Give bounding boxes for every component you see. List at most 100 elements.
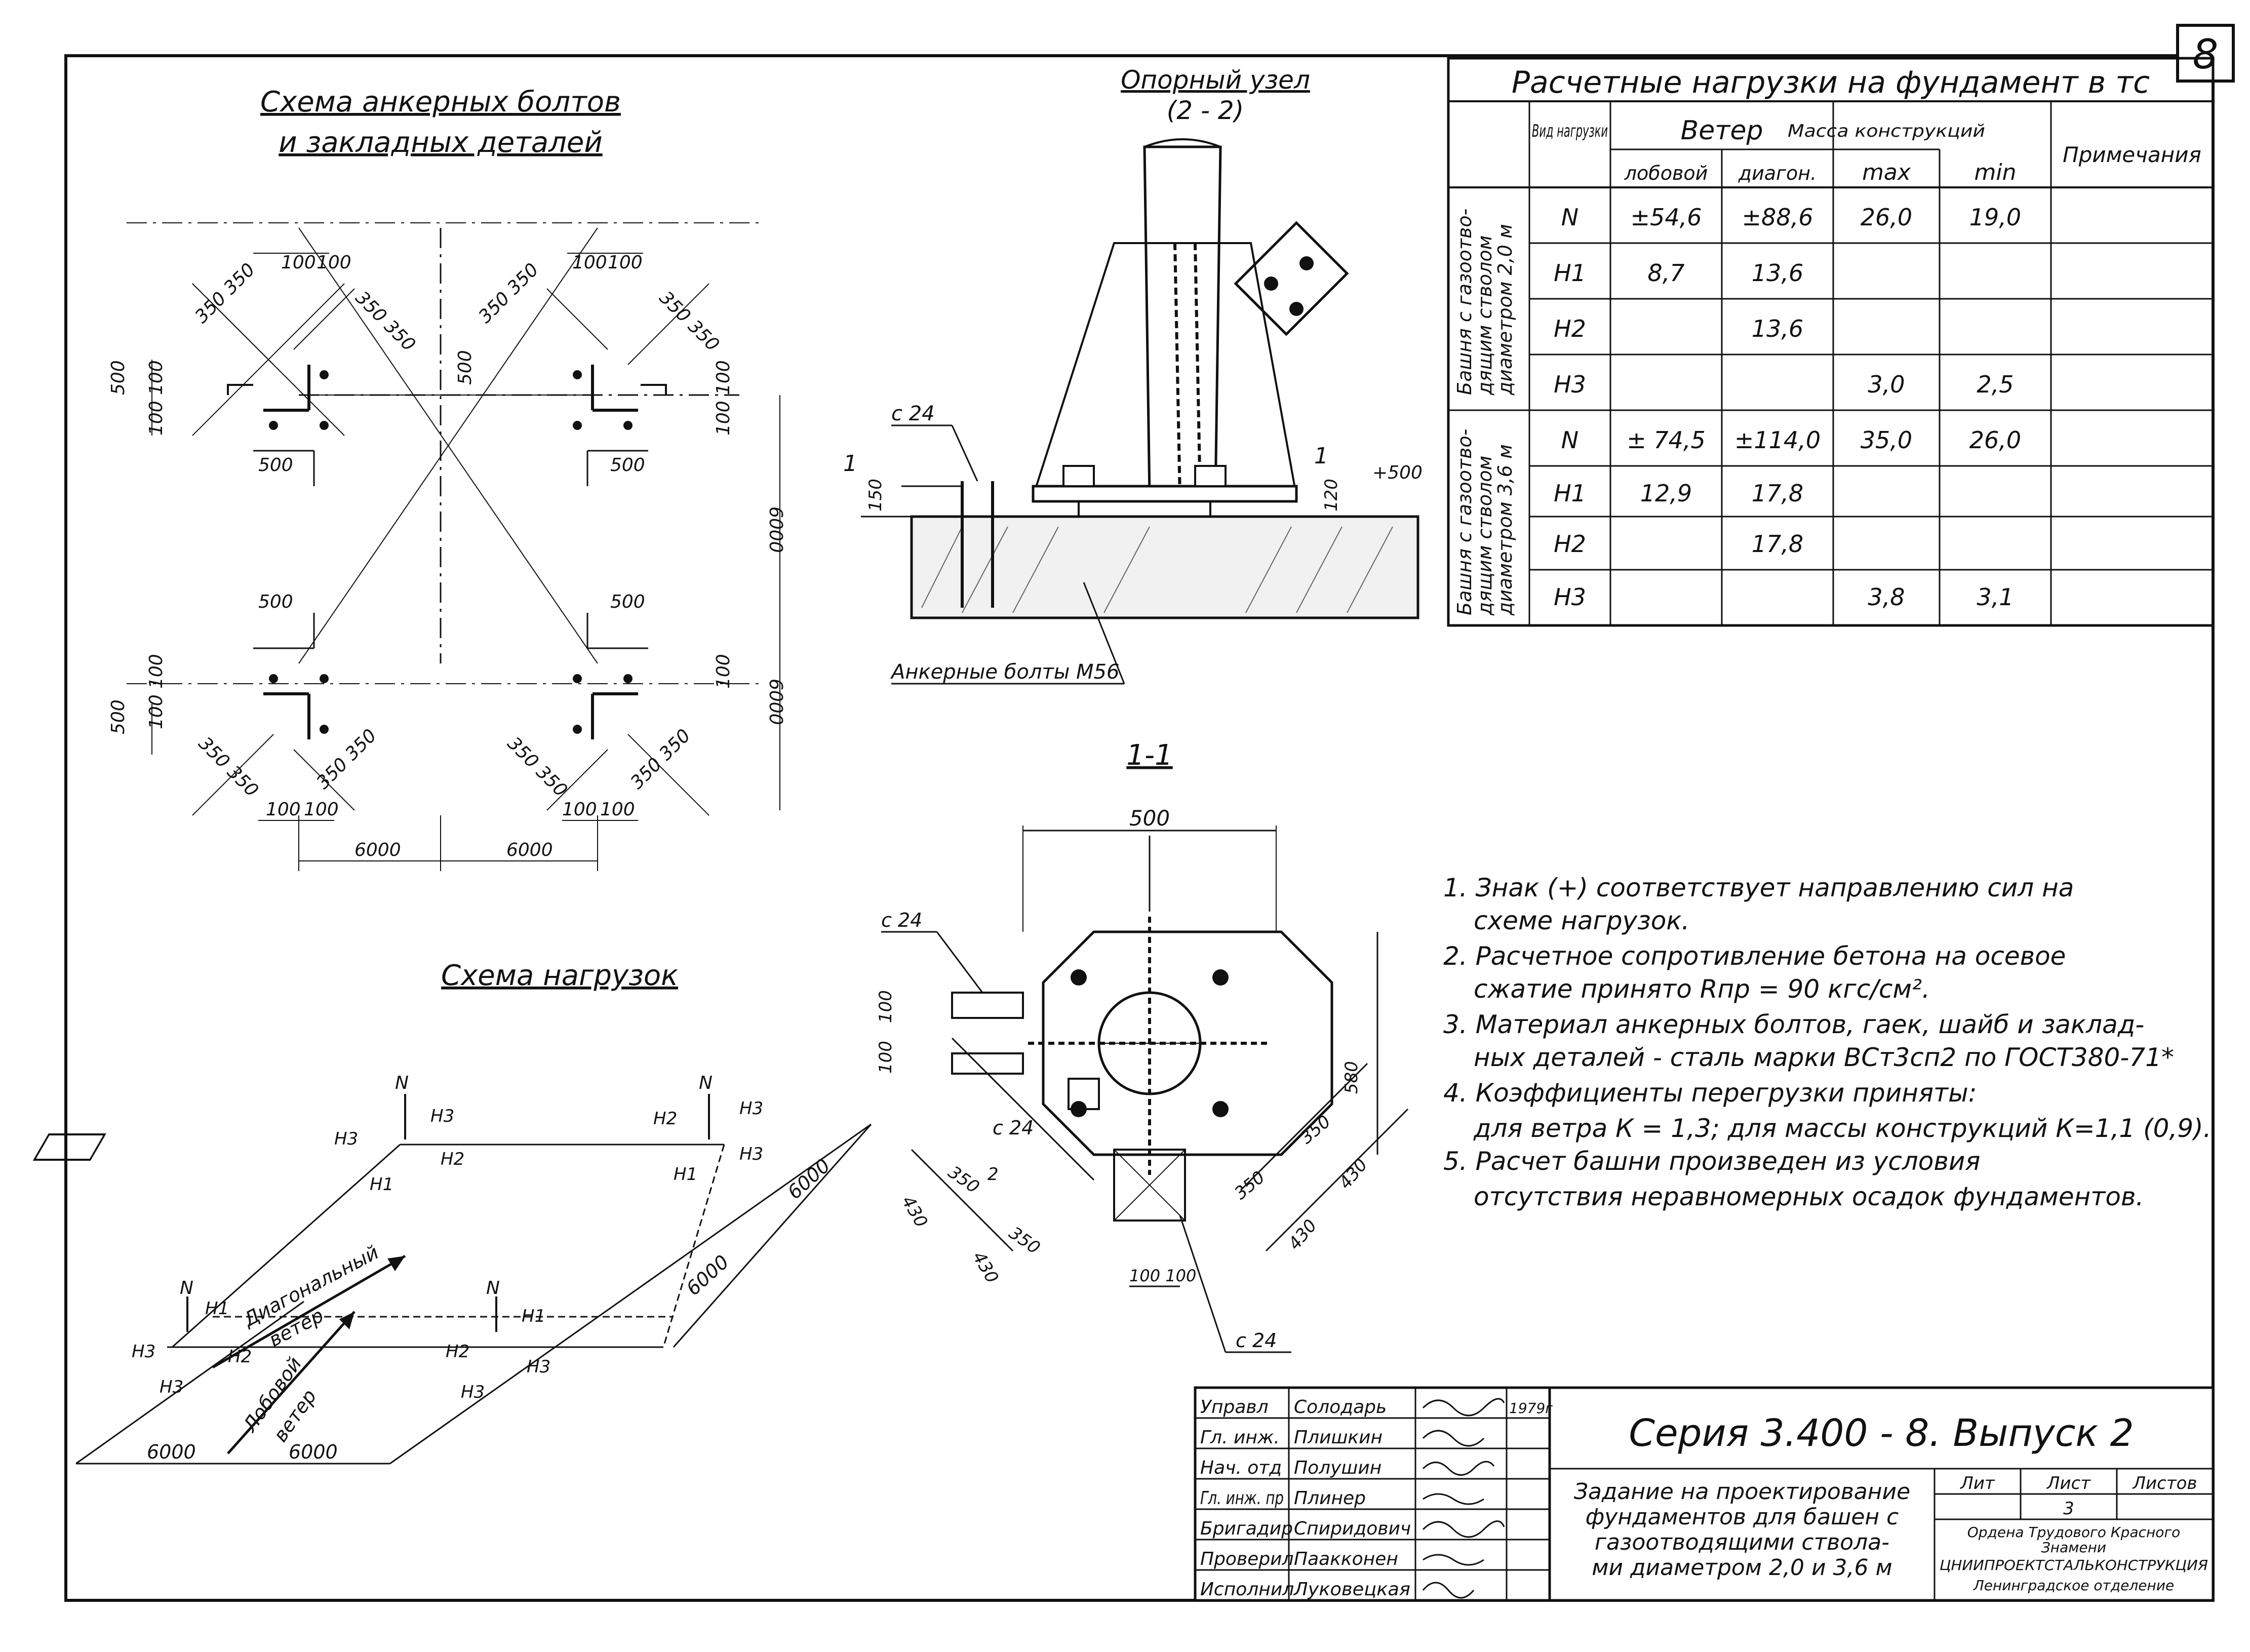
corner-group-tr bbox=[573, 365, 648, 486]
note-line-9: 5. Расчет башни произведен из условия bbox=[1443, 1147, 1980, 1176]
th-frontal: лобовой bbox=[1624, 162, 1708, 184]
sec-d430-d: 430 bbox=[1335, 1155, 1371, 1193]
section-1-1: 1-1 500 с 24 с 24 с 2 bbox=[876, 739, 1409, 1353]
g2-r2-diagonal: 17,8 bbox=[1752, 480, 1803, 507]
group2-label-3: диаметром 3,6 м bbox=[1494, 444, 1516, 616]
node-c-H3: H3 bbox=[132, 1342, 155, 1362]
anchor-scheme-title-1: Схема анкерных болтов bbox=[260, 86, 621, 119]
node-a-H3: H3 bbox=[430, 1106, 454, 1126]
th-notes: Примечания bbox=[2063, 142, 2201, 167]
node-d-N: N bbox=[486, 1278, 500, 1299]
load-scheme-title: Схема нагрузок bbox=[441, 959, 678, 992]
load-scheme: Схема нагрузок N H3 H3 H2 H1 N H bbox=[32, 959, 872, 1465]
support-cut-left: 1 bbox=[843, 451, 857, 477]
th-wind: Ветер bbox=[1681, 115, 1763, 146]
anchor-dim-100-k: 100 bbox=[713, 360, 734, 395]
sec-d580: 580 bbox=[1341, 1061, 1362, 1094]
tb-year: 1979г bbox=[1509, 1400, 1553, 1417]
th-type: Вид нагрузки bbox=[1532, 121, 1608, 141]
g1-r1-frontal: ±54,6 bbox=[1631, 204, 1702, 231]
g1-r1-diagonal: ±88,6 bbox=[1742, 204, 1813, 231]
sec-d430-b: 430 bbox=[968, 1248, 1002, 1287]
node-b-H3b: H3 bbox=[739, 1144, 763, 1164]
support-c24: с 24 bbox=[891, 402, 935, 425]
g1-r4-type: H3 bbox=[1554, 371, 1586, 398]
anchor-dim-500-c: 500 bbox=[258, 592, 293, 612]
ls-dim-6000-b: 6000 bbox=[289, 1441, 338, 1463]
anchor-dim-100-m: 100 bbox=[146, 654, 167, 689]
sec-d100-100: 100 100 bbox=[1129, 1266, 1196, 1285]
group2-label-1: Башня с газоотво- bbox=[1453, 429, 1476, 615]
g2-r3-type: H2 bbox=[1554, 530, 1586, 558]
support-d120: 120 bbox=[1321, 479, 1341, 512]
note-line-7: 4. Коэффициенты перегрузки приняты: bbox=[1443, 1078, 1977, 1108]
tb-task-4: ми диаметром 2,0 и 3,6 м bbox=[1592, 1555, 1892, 1581]
anchor-dim-6000-b: 6000 bbox=[506, 840, 553, 860]
node-d-H2: H2 bbox=[446, 1342, 469, 1362]
sheet-frame bbox=[64, 54, 2215, 1602]
anchor-dim-100-e: 100 bbox=[266, 799, 301, 820]
load-node-d: N H1 H2 H3 H3 bbox=[446, 1278, 550, 1402]
tb-role-1: Управл bbox=[1200, 1397, 1269, 1418]
th-diagonal: диагон. bbox=[1738, 162, 1817, 184]
sec-c24-a: с 24 bbox=[881, 909, 922, 931]
section-1-1-title: 1-1 bbox=[1126, 739, 1172, 772]
tb-lit: Лит bbox=[1959, 1473, 1995, 1493]
anchor-dim-350-e: 350 350 bbox=[194, 733, 262, 801]
load-node-b: N H3 H2 H3 H1 bbox=[32, 1073, 763, 1185]
support-cut-right: 1 bbox=[1314, 443, 1328, 469]
th-max: max bbox=[1862, 160, 1911, 185]
node-a-H1: H1 bbox=[370, 1174, 393, 1195]
tb-name-3: Полушин bbox=[1294, 1458, 1381, 1478]
tb-task-1: Задание на проектирование bbox=[1574, 1479, 1910, 1505]
anchor-dim-6000-c: 6000 bbox=[765, 506, 786, 553]
support-plus500: +500 bbox=[1372, 462, 1423, 483]
anchor-dim-500-e: 500 bbox=[108, 360, 129, 395]
anchor-bolt-scheme: Схема анкерных болтов и закладных детале… bbox=[108, 86, 786, 871]
sec-d2: 2 bbox=[988, 1164, 999, 1185]
sec-d350-c: 350 bbox=[1231, 1167, 1269, 1204]
sec-d100-a: 100 bbox=[876, 990, 896, 1023]
loads-table: Расчетные нагрузки на фундамент в тс Вид… bbox=[1447, 57, 2215, 627]
group1-label-1: Башня с газоотво- bbox=[1453, 209, 1476, 395]
note-line-8: для ветра К = 1,3; для массы конструкций… bbox=[1473, 1114, 2212, 1143]
anchor-dim-100-n: 100 bbox=[146, 694, 167, 729]
anchor-dim-350-c: 350 350 bbox=[475, 259, 542, 327]
node-c-H1: H1 bbox=[205, 1299, 229, 1319]
sec-d430-c: 430 bbox=[1284, 1215, 1321, 1253]
tb-role-7: Исполнил bbox=[1200, 1579, 1294, 1600]
anchor-dim-350-f: 350 350 bbox=[312, 725, 380, 793]
g1-r2-frontal: 8,7 bbox=[1647, 259, 1684, 287]
tb-name-6: Паакконен bbox=[1294, 1549, 1398, 1569]
table-title: Расчетные нагрузки на фундамент в тс bbox=[1512, 65, 2150, 100]
anchor-dim-350-a: 350 350 bbox=[191, 259, 259, 327]
anchor-dim-6000-a: 6000 bbox=[354, 840, 401, 860]
th-min: min bbox=[1975, 160, 2017, 185]
support-node-title-1: Опорный узел bbox=[1121, 65, 1310, 95]
g1-r4-min: 2,5 bbox=[1977, 371, 2014, 398]
tb-role-4: Гл. инж. пр bbox=[1200, 1488, 1284, 1509]
tb-org-1: Ордена Трудового Красного bbox=[1967, 1524, 2181, 1541]
tb-sheet-no: 3 bbox=[2063, 1499, 2074, 1519]
sec-d100-b: 100 bbox=[876, 1041, 896, 1074]
support-node-title-2: (2 - 2) bbox=[1167, 96, 1244, 125]
g2-r4-type: H3 bbox=[1554, 583, 1586, 611]
anchor-dim-500-b: 500 bbox=[610, 455, 645, 476]
corner-group-bl bbox=[253, 613, 329, 739]
anchor-dim-100-c: 100 bbox=[572, 252, 607, 273]
anchor-dim-500-a: 500 bbox=[258, 455, 293, 476]
sec-d350-b: 350 bbox=[1005, 1223, 1044, 1258]
ls-dim-6000-a: 6000 bbox=[147, 1441, 196, 1463]
anchor-dim-100-d: 100 bbox=[608, 252, 643, 273]
node-a-H2: H2 bbox=[441, 1149, 464, 1169]
anchor-dim-350-h: 350 350 bbox=[626, 725, 694, 793]
tb-org-4: Ленинградское отделение bbox=[1973, 1577, 2175, 1594]
title-block: Управл Гл. инж. Нач. отд Гл. инж. пр Бри… bbox=[1194, 1386, 2215, 1602]
sec-c24-b: с 24 bbox=[993, 1117, 1034, 1139]
anchor-dim-100-g: 100 bbox=[562, 799, 597, 820]
sheet-number-box bbox=[2176, 24, 2235, 83]
node-c-N: N bbox=[180, 1278, 193, 1299]
g1-r2-type: H1 bbox=[1554, 259, 1586, 287]
anchor-dim-100-b: 100 bbox=[317, 252, 351, 273]
